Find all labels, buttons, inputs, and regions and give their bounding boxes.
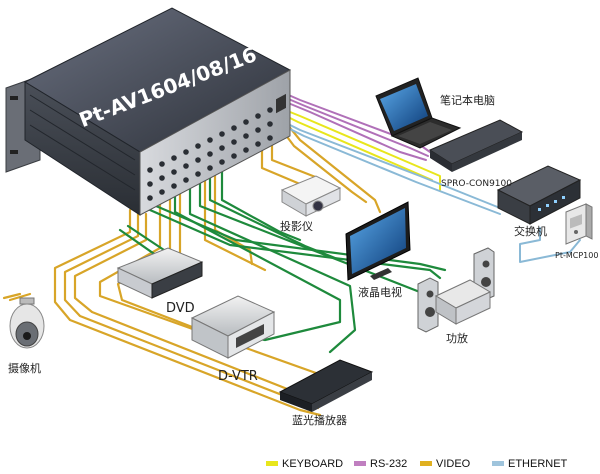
laptop-label: 笔记本电脑: [440, 93, 495, 107]
legend-swatch: [266, 461, 278, 466]
matrix-device: Pt-AV1604/08/16: [5, 7, 292, 216]
switch-label: 交换机: [514, 224, 547, 238]
legend-label: RS-232: [370, 458, 407, 470]
legend-swatch: [492, 461, 504, 466]
projector-label: 投影仪: [280, 219, 313, 233]
network-switch-device: [496, 165, 582, 225]
legend-item-keyboard: KEYBOARD: [266, 458, 343, 470]
legend-item-video: VIDEO: [420, 458, 471, 470]
camera-label: 摄像机: [8, 361, 41, 375]
camera-device: [9, 297, 45, 349]
legend-item-rs-232: RS-232: [354, 458, 407, 470]
bluray-label: 蓝光播放器: [292, 413, 347, 427]
mcp-label: Pt-MCP100: [555, 251, 598, 260]
legend-swatch: [354, 461, 366, 466]
legend-item-ethernet: ETHERNET: [492, 458, 568, 470]
cable-legend: KEYBOARD RS-232 VIDEO ETHERNET: [266, 458, 568, 470]
lcd-tv-label: 液晶电视: [358, 285, 402, 299]
legend-swatch: [420, 461, 432, 466]
amplifier-label: 功放: [446, 331, 468, 345]
legend-label: ETHERNET: [508, 458, 568, 470]
device-labels: 笔记本电脑 SPRO-CON9100 交换机 Pt-MCP100 投影仪 液晶电…: [8, 93, 598, 427]
legend-label: VIDEO: [436, 458, 471, 470]
projector-device: [280, 175, 342, 217]
control-panel-device: [565, 203, 593, 245]
bluray-device: [278, 359, 374, 412]
connector-grid: [147, 107, 273, 201]
dvd-label: DVD: [166, 301, 195, 316]
dvtr-device: [190, 295, 276, 359]
lcd-tv-device: [345, 201, 411, 281]
spro-device: [428, 119, 524, 172]
legend-label: KEYBOARD: [282, 458, 343, 470]
dvtr-label: D-VTR: [218, 369, 258, 384]
spro-label: SPRO-CON9100: [441, 179, 512, 189]
dvd-device: [116, 247, 204, 299]
amplifier-device: [417, 247, 495, 333]
laptop-device: [375, 77, 462, 149]
